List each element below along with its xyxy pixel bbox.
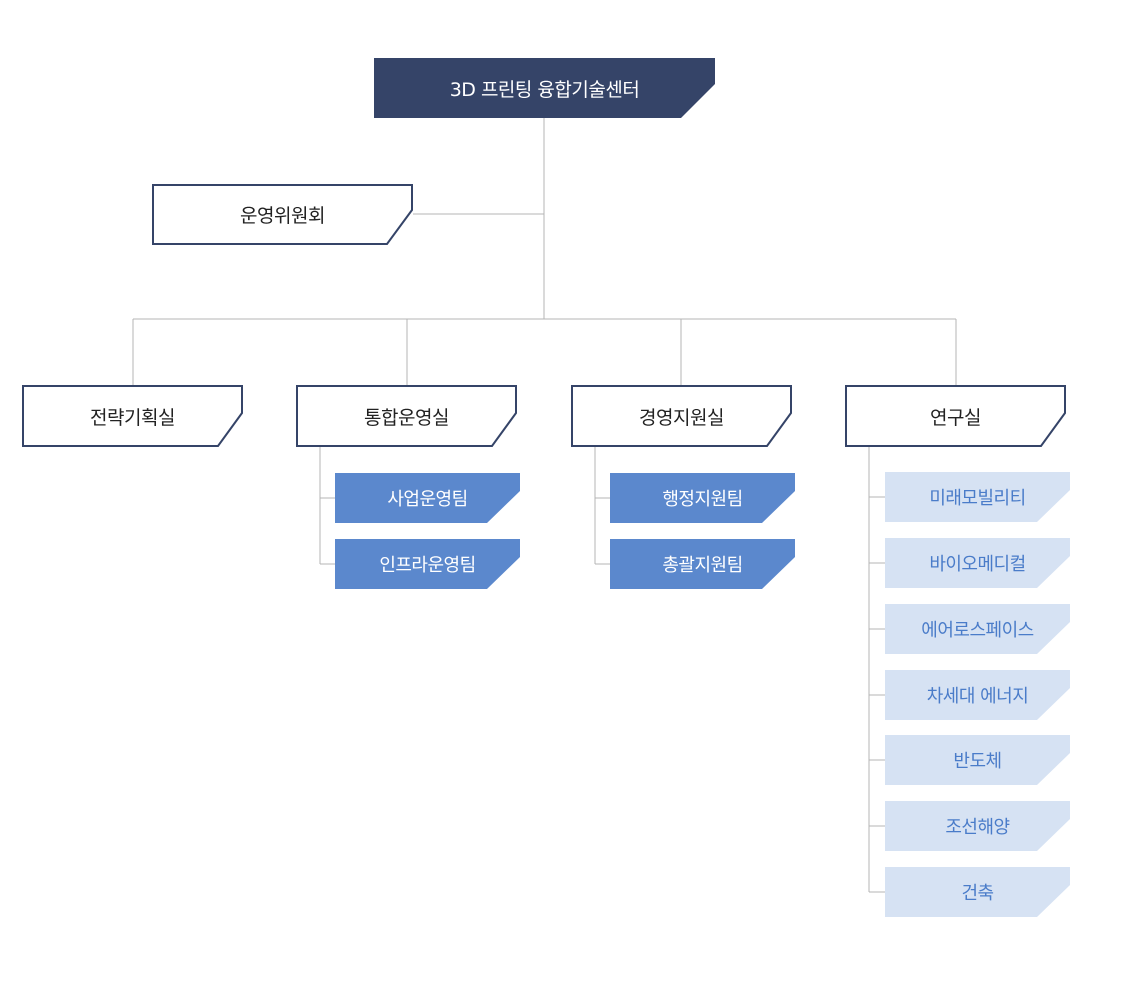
- root-node: 3D 프린팅 융합기술센터: [374, 58, 715, 118]
- team-administrative-support-label: 행정지원팀: [662, 489, 743, 510]
- team-administrative-support: 행정지원팀: [610, 473, 795, 523]
- research-team-next-gen-energy: 차세대 에너지: [885, 670, 1070, 720]
- team-infrastructure-operations-shape: [335, 539, 520, 589]
- research-team-future-mobility: 미래모빌리티: [885, 472, 1070, 522]
- research-team-semiconductor-shape: [885, 735, 1070, 785]
- team-infrastructure-operations-label: 인프라운영팀: [379, 555, 476, 576]
- research-team-semiconductor-label: 반도체: [953, 751, 1002, 772]
- research-team-next-gen-energy-label: 차세대 에너지: [926, 686, 1029, 707]
- department-management-shape: [571, 385, 792, 447]
- committee-node: 운영위원회: [152, 184, 413, 245]
- committee-node-shape: [152, 184, 413, 245]
- team-general-support: 총괄지원팀: [610, 539, 795, 589]
- research-team-shipbuilding-marine: 조선해양: [885, 801, 1070, 851]
- root-node-label: 3D 프린팅 융합기술센터: [449, 78, 640, 101]
- department-strategy-shape: [22, 385, 243, 447]
- department-operations: 통합운영실: [296, 385, 517, 447]
- research-team-architecture-label: 건축: [961, 883, 994, 904]
- department-strategy: 전략기획실: [22, 385, 243, 447]
- committee-node-label: 운영위원회: [240, 205, 325, 227]
- research-team-shipbuilding-marine-label: 조선해양: [945, 817, 1010, 838]
- team-business-operations-label: 사업운영팀: [387, 489, 468, 510]
- department-research: 연구실: [845, 385, 1066, 447]
- department-research-shape: [845, 385, 1066, 447]
- research-team-architecture: 건축: [885, 867, 1070, 917]
- research-team-architecture-shape: [885, 867, 1070, 917]
- research-team-shipbuilding-marine-shape: [885, 801, 1070, 851]
- department-operations-label: 통합운영실: [364, 406, 449, 429]
- department-management: 경영지원실: [571, 385, 792, 447]
- research-team-semiconductor: 반도체: [885, 735, 1070, 785]
- research-team-future-mobility-shape: [885, 472, 1070, 522]
- research-team-biomedical-label: 바이오메디컬: [929, 554, 1026, 575]
- team-general-support-label: 총괄지원팀: [662, 555, 743, 576]
- research-team-future-mobility-label: 미래모빌리티: [929, 488, 1026, 509]
- department-operations-shape: [296, 385, 517, 447]
- department-strategy-label: 전략기획실: [90, 406, 175, 429]
- department-research-label: 연구실: [930, 406, 981, 429]
- research-team-biomedical: 바이오메디컬: [885, 538, 1070, 588]
- team-infrastructure-operations: 인프라운영팀: [335, 539, 520, 589]
- research-team-aerospace-shape: [885, 604, 1070, 654]
- research-team-aerospace-label: 에어로스페이스: [921, 620, 1034, 641]
- team-administrative-support-shape: [610, 473, 795, 523]
- research-team-biomedical-shape: [885, 538, 1070, 588]
- team-general-support-shape: [610, 539, 795, 589]
- research-team-next-gen-energy-shape: [885, 670, 1070, 720]
- team-business-operations: 사업운영팀: [335, 473, 520, 523]
- research-team-aerospace: 에어로스페이스: [885, 604, 1070, 654]
- team-business-operations-shape: [335, 473, 520, 523]
- root-node-shape: [374, 58, 715, 118]
- department-management-label: 경영지원실: [639, 406, 724, 429]
